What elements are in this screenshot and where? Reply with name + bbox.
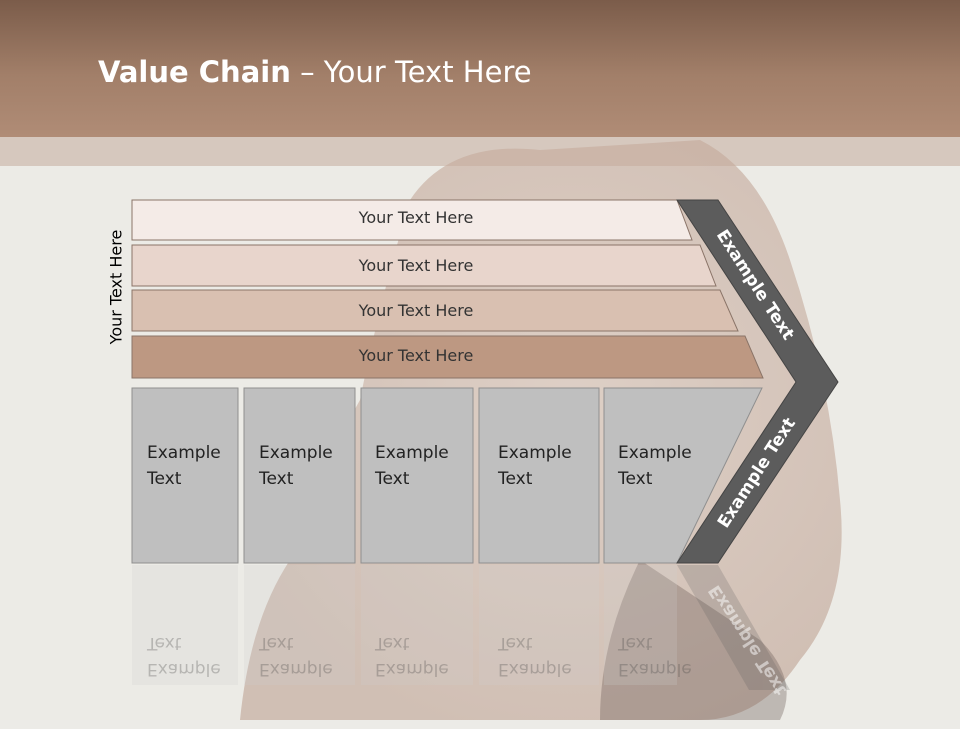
bar-1-label: Your Text Here	[358, 208, 474, 227]
column-2	[243, 387, 356, 564]
column-5-line1: Example	[618, 443, 692, 463]
bar-3	[131, 289, 739, 332]
bar-4-label: Your Text Here	[358, 346, 474, 365]
title-rest: – Your Text Here	[290, 55, 532, 89]
header-band	[0, 0, 960, 137]
column-4-line1: Example	[498, 443, 572, 463]
column-3-line2: Text	[375, 469, 410, 489]
column-5-line2: Text	[618, 469, 653, 489]
column-3-line1: Example	[375, 443, 449, 463]
column-1-line1: Example	[147, 443, 221, 463]
bar-2-label: Your Text Here	[358, 256, 474, 275]
bar-2	[131, 244, 717, 287]
reflection-shapes	[132, 565, 790, 690]
column-4	[478, 387, 600, 564]
title-bold: Value Chain	[98, 55, 291, 89]
column-4-text: Example Text	[498, 440, 572, 492]
header-strip	[0, 137, 960, 166]
column-3-text: Example Text	[375, 440, 449, 492]
column-1	[131, 387, 239, 564]
column-2-text: Example Text	[259, 440, 333, 492]
column-3	[360, 387, 474, 564]
column-5-text: Example Text	[618, 440, 692, 492]
column-1-text: Example Text	[147, 440, 221, 492]
side-label: Your Text Here	[106, 229, 126, 345]
chevron-arrow	[676, 199, 839, 564]
bar-4	[131, 335, 764, 379]
column-1-line2: Text	[147, 469, 182, 489]
bar-1	[131, 199, 693, 241]
column-2-line2: Text	[259, 469, 294, 489]
column-4-line2: Text	[498, 469, 533, 489]
column-2-line1: Example	[259, 443, 333, 463]
bar-3-label: Your Text Here	[358, 301, 474, 320]
slide-title: Value Chain – Your Text Here	[98, 55, 532, 90]
